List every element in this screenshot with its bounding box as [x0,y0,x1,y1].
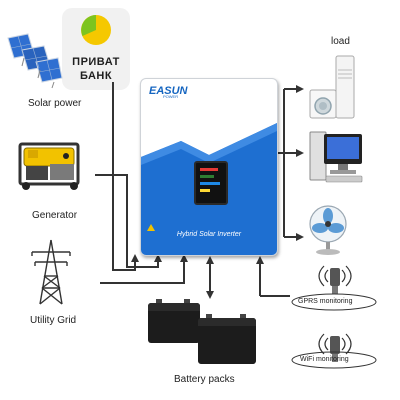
logo-text-line2: БАНК [79,70,113,82]
generator-wire-riser [157,258,159,268]
monitoring-modules [291,265,377,369]
generator-icon [18,142,80,190]
battery-packs-label: Battery packs [174,374,235,385]
display-row [200,189,210,192]
generator-label: Generator [32,210,78,221]
display-row [200,182,220,185]
air-conditioner-and-washer-icon [309,55,355,119]
solar-power-label: Solar power [28,98,82,109]
battery-terminal [206,314,212,318]
inverter-brand: EASUN [149,85,188,97]
battery-terminal [184,299,190,303]
generator-wire-bottom [126,266,158,268]
grid-wire [100,282,184,284]
inverter-brand-sub: POWER [163,94,179,99]
generator-wire-top [95,174,128,176]
utility-grid-label: Utility Grid [30,315,77,326]
load-label: load [331,36,350,47]
power-tower-icon [31,239,71,305]
display-row [200,168,218,171]
privatbank-logo: ПРИВАТ БАНК [62,8,130,90]
desktop-computer-icon [309,131,363,183]
gprs-monitoring-label: GPRS monitoring [298,298,353,305]
inverter-caption: Hybrid Solar Inverter [176,231,242,238]
solar-wire [112,82,114,270]
battery-lid [148,303,200,311]
battery-terminal [240,314,246,318]
wifi-monitoring-label: WiFi monitoring [300,356,349,363]
electric-fan-icon [309,205,347,255]
warning-sticker-icon [147,224,155,231]
hybrid-solar-inverter: EASUN POWER Hybrid Solar Inverter [140,78,278,256]
display-row [200,175,214,178]
battery-pack [148,299,200,343]
generator-wire [126,174,128,268]
inverter-display [194,161,228,205]
solar-wire-riser [134,262,136,270]
battery-lid [198,318,256,326]
battery-terminal [156,299,162,303]
logo-text-line1: ПРИВАТ [72,56,120,68]
grid-wire-riser [183,258,185,284]
solar-panel-icon [7,33,63,89]
solar-wire-bottom [112,269,136,271]
battery-pack [198,314,256,364]
logo-mark-icon [81,15,111,45]
